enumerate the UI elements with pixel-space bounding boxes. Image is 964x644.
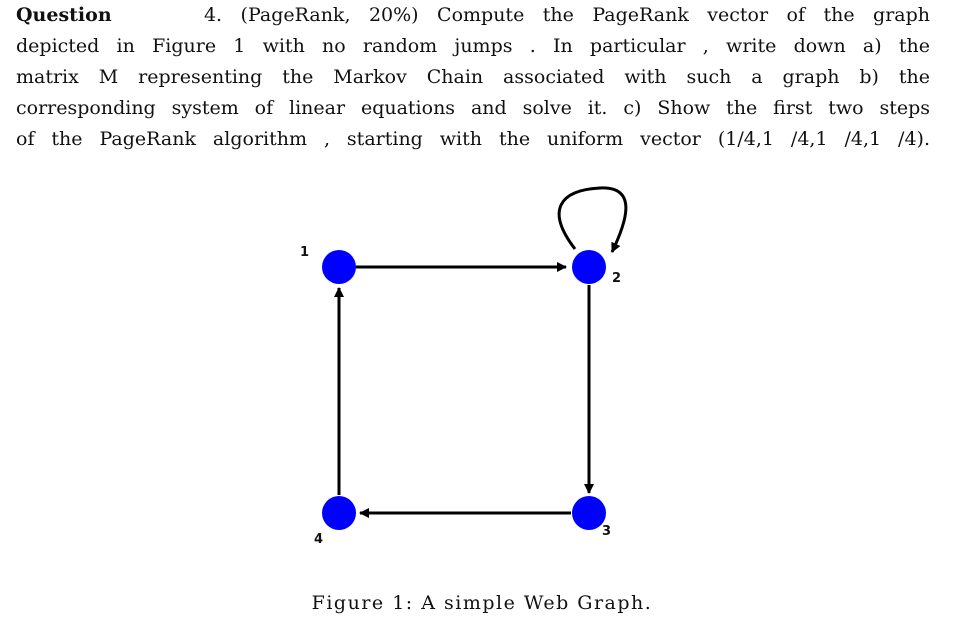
node-3	[572, 496, 606, 530]
node-4	[322, 496, 356, 530]
node-4-label: 4	[314, 532, 323, 547]
node-1	[322, 250, 356, 284]
question-line-3: matrix M representing the Markov Chain a…	[16, 66, 930, 88]
question-line-5: of the PageRank algorithm , starting wit…	[16, 128, 930, 150]
question-line-1: Question 4. (PageRank, 20%) Compute the …	[16, 0, 930, 31]
question-title: Question	[16, 4, 112, 26]
question-line-2: depicted in Figure 1 with no random jump…	[16, 35, 930, 57]
node-1-label: 1	[300, 245, 309, 260]
node-2	[572, 250, 606, 284]
question-text: Question 4. (PageRank, 20%) Compute the …	[16, 0, 930, 155]
question-line-text: (PageRank, 20%) Compute the PageRank vec…	[240, 4, 930, 26]
figure-caption: Figure 1: A simple Web Graph.	[311, 592, 653, 614]
node-2-label: 2	[612, 271, 621, 286]
question-line-4: corresponding system of linear equations…	[16, 97, 930, 119]
edge-2-self-loop	[557, 186, 628, 253]
question-number: 4.	[203, 4, 223, 26]
node-3-label: 3	[602, 524, 611, 539]
